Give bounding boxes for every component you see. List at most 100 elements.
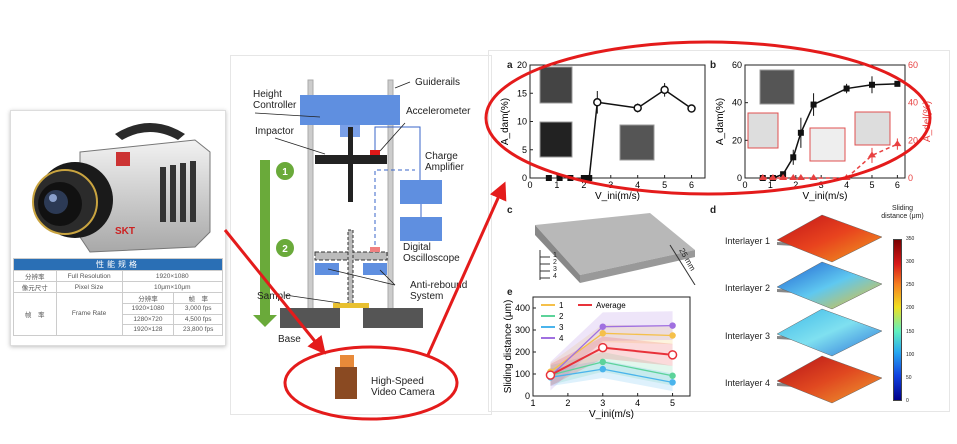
data-point xyxy=(843,85,850,92)
micrograph-inset xyxy=(759,69,795,105)
right-y-axis-label: A_del(%) xyxy=(922,101,933,142)
camera-brand-logo: SKT xyxy=(115,226,135,237)
right-y-tick-label: 60 xyxy=(908,60,918,70)
interlayer-4-label: Interlayer 4 xyxy=(725,378,771,388)
data-point xyxy=(599,358,607,366)
y-tick-label: 400 xyxy=(515,303,530,313)
heatmap-layer xyxy=(776,214,883,263)
y-tick-label: 20 xyxy=(732,135,742,145)
data-point xyxy=(868,81,875,88)
colorbar-tick: 200 xyxy=(906,305,915,312)
legend-label: 1 xyxy=(559,301,564,310)
micrograph-inset xyxy=(539,121,573,158)
layer-label: 1 xyxy=(553,252,557,259)
x-tick-label: 4 xyxy=(844,180,849,190)
micrograph-inset xyxy=(809,127,846,162)
data-point xyxy=(687,104,696,113)
data-point xyxy=(580,175,587,181)
interlayer-2-label: Interlayer 2 xyxy=(725,283,771,293)
x-tick-label: 6 xyxy=(689,180,694,190)
accelerometer-sensor xyxy=(370,150,380,155)
legend-label: 3 xyxy=(559,323,564,332)
x-tick-label: 6 xyxy=(895,180,900,190)
data-point xyxy=(669,372,676,380)
x-tick-label: 1 xyxy=(554,180,559,190)
micrograph-inset xyxy=(619,124,655,161)
legend-label: Average xyxy=(596,301,626,310)
x-tick-label: 0 xyxy=(527,180,532,190)
panel-label-a: a xyxy=(507,60,513,71)
micrograph-inset xyxy=(854,111,891,146)
data-point xyxy=(599,323,607,330)
x-tick-label: 2 xyxy=(793,180,798,190)
colorbar-tick: 350 xyxy=(906,236,915,242)
y-tick-label: 200 xyxy=(515,347,530,357)
layer-label: 3 xyxy=(553,266,557,273)
spec-title: 性能规格 xyxy=(13,258,223,271)
y-axis-label: A_dam(%) xyxy=(715,98,726,145)
colorbar-tick: 0 xyxy=(906,397,909,404)
colorbar xyxy=(893,239,902,401)
right-y-tick-label: 0 xyxy=(908,173,913,183)
series-line xyxy=(588,102,599,179)
confidence-band xyxy=(550,311,673,391)
data-point xyxy=(545,175,552,181)
cell: Frame Rate xyxy=(55,292,123,336)
label-guiderails: Guiderails xyxy=(415,77,461,88)
data-point xyxy=(894,80,901,87)
colorbar-tick: 150 xyxy=(906,328,915,335)
data-point xyxy=(567,175,574,181)
label-accelerometer: Accelerometer xyxy=(406,106,471,117)
y-axis-label: Sliding distance (μm) xyxy=(503,300,514,394)
legend-label: 2 xyxy=(559,312,564,321)
x-axis-label: V_ini(m/s) xyxy=(595,191,640,202)
y-tick-label: 0 xyxy=(525,391,530,401)
cell: 1920×128 xyxy=(121,324,175,336)
panel-label-e: e xyxy=(507,287,513,298)
data-point xyxy=(669,332,676,339)
panel-label-d: d xyxy=(710,205,717,216)
data-point xyxy=(599,365,607,373)
x-tick-label: 5 xyxy=(662,180,667,190)
specimen-3d-view xyxy=(535,213,696,285)
colorbar-tick: 100 xyxy=(906,351,915,358)
height-controller-block xyxy=(300,95,400,125)
colorbar-title: Sliding distance (μm) xyxy=(881,205,924,220)
data-point xyxy=(669,379,676,386)
axes-frame xyxy=(532,296,691,397)
x-tick-label: 2 xyxy=(581,180,586,190)
series-line xyxy=(597,88,692,110)
x-tick-label: 2 xyxy=(565,398,570,408)
panel-label-c: c xyxy=(507,205,513,216)
data-point xyxy=(797,129,804,136)
colorbar-tick: 250 xyxy=(906,282,915,289)
data-point xyxy=(796,174,805,180)
panel-label-b: b xyxy=(710,60,717,71)
colorbar-tick: 300 xyxy=(906,259,915,266)
x-axis-label: V_ini(m/s) xyxy=(802,191,847,202)
heatmap-layer xyxy=(776,355,883,404)
y-tick-label: 40 xyxy=(732,98,742,108)
x-axis-label: V_ini(m/s) xyxy=(589,409,634,420)
y-tick-label: 100 xyxy=(515,369,530,379)
y-axis-label: A_dam(%) xyxy=(500,98,511,145)
y-tick-label: 20 xyxy=(517,60,527,70)
x-tick-label: 1 xyxy=(768,180,773,190)
layer-label: 4 xyxy=(553,273,557,280)
step-1-label: 1 xyxy=(282,167,288,178)
y-tick-label: 15 xyxy=(517,88,527,98)
y-tick-label: 0 xyxy=(737,173,742,183)
x-tick-label: 3 xyxy=(819,180,824,190)
y-tick-label: 60 xyxy=(732,60,742,70)
sample-plate xyxy=(333,303,369,308)
data-point xyxy=(593,98,602,107)
micrograph-inset xyxy=(747,112,779,149)
x-tick-label: 5 xyxy=(670,398,675,408)
confidence-band xyxy=(550,324,673,381)
cell: 分辨率 xyxy=(121,292,175,304)
